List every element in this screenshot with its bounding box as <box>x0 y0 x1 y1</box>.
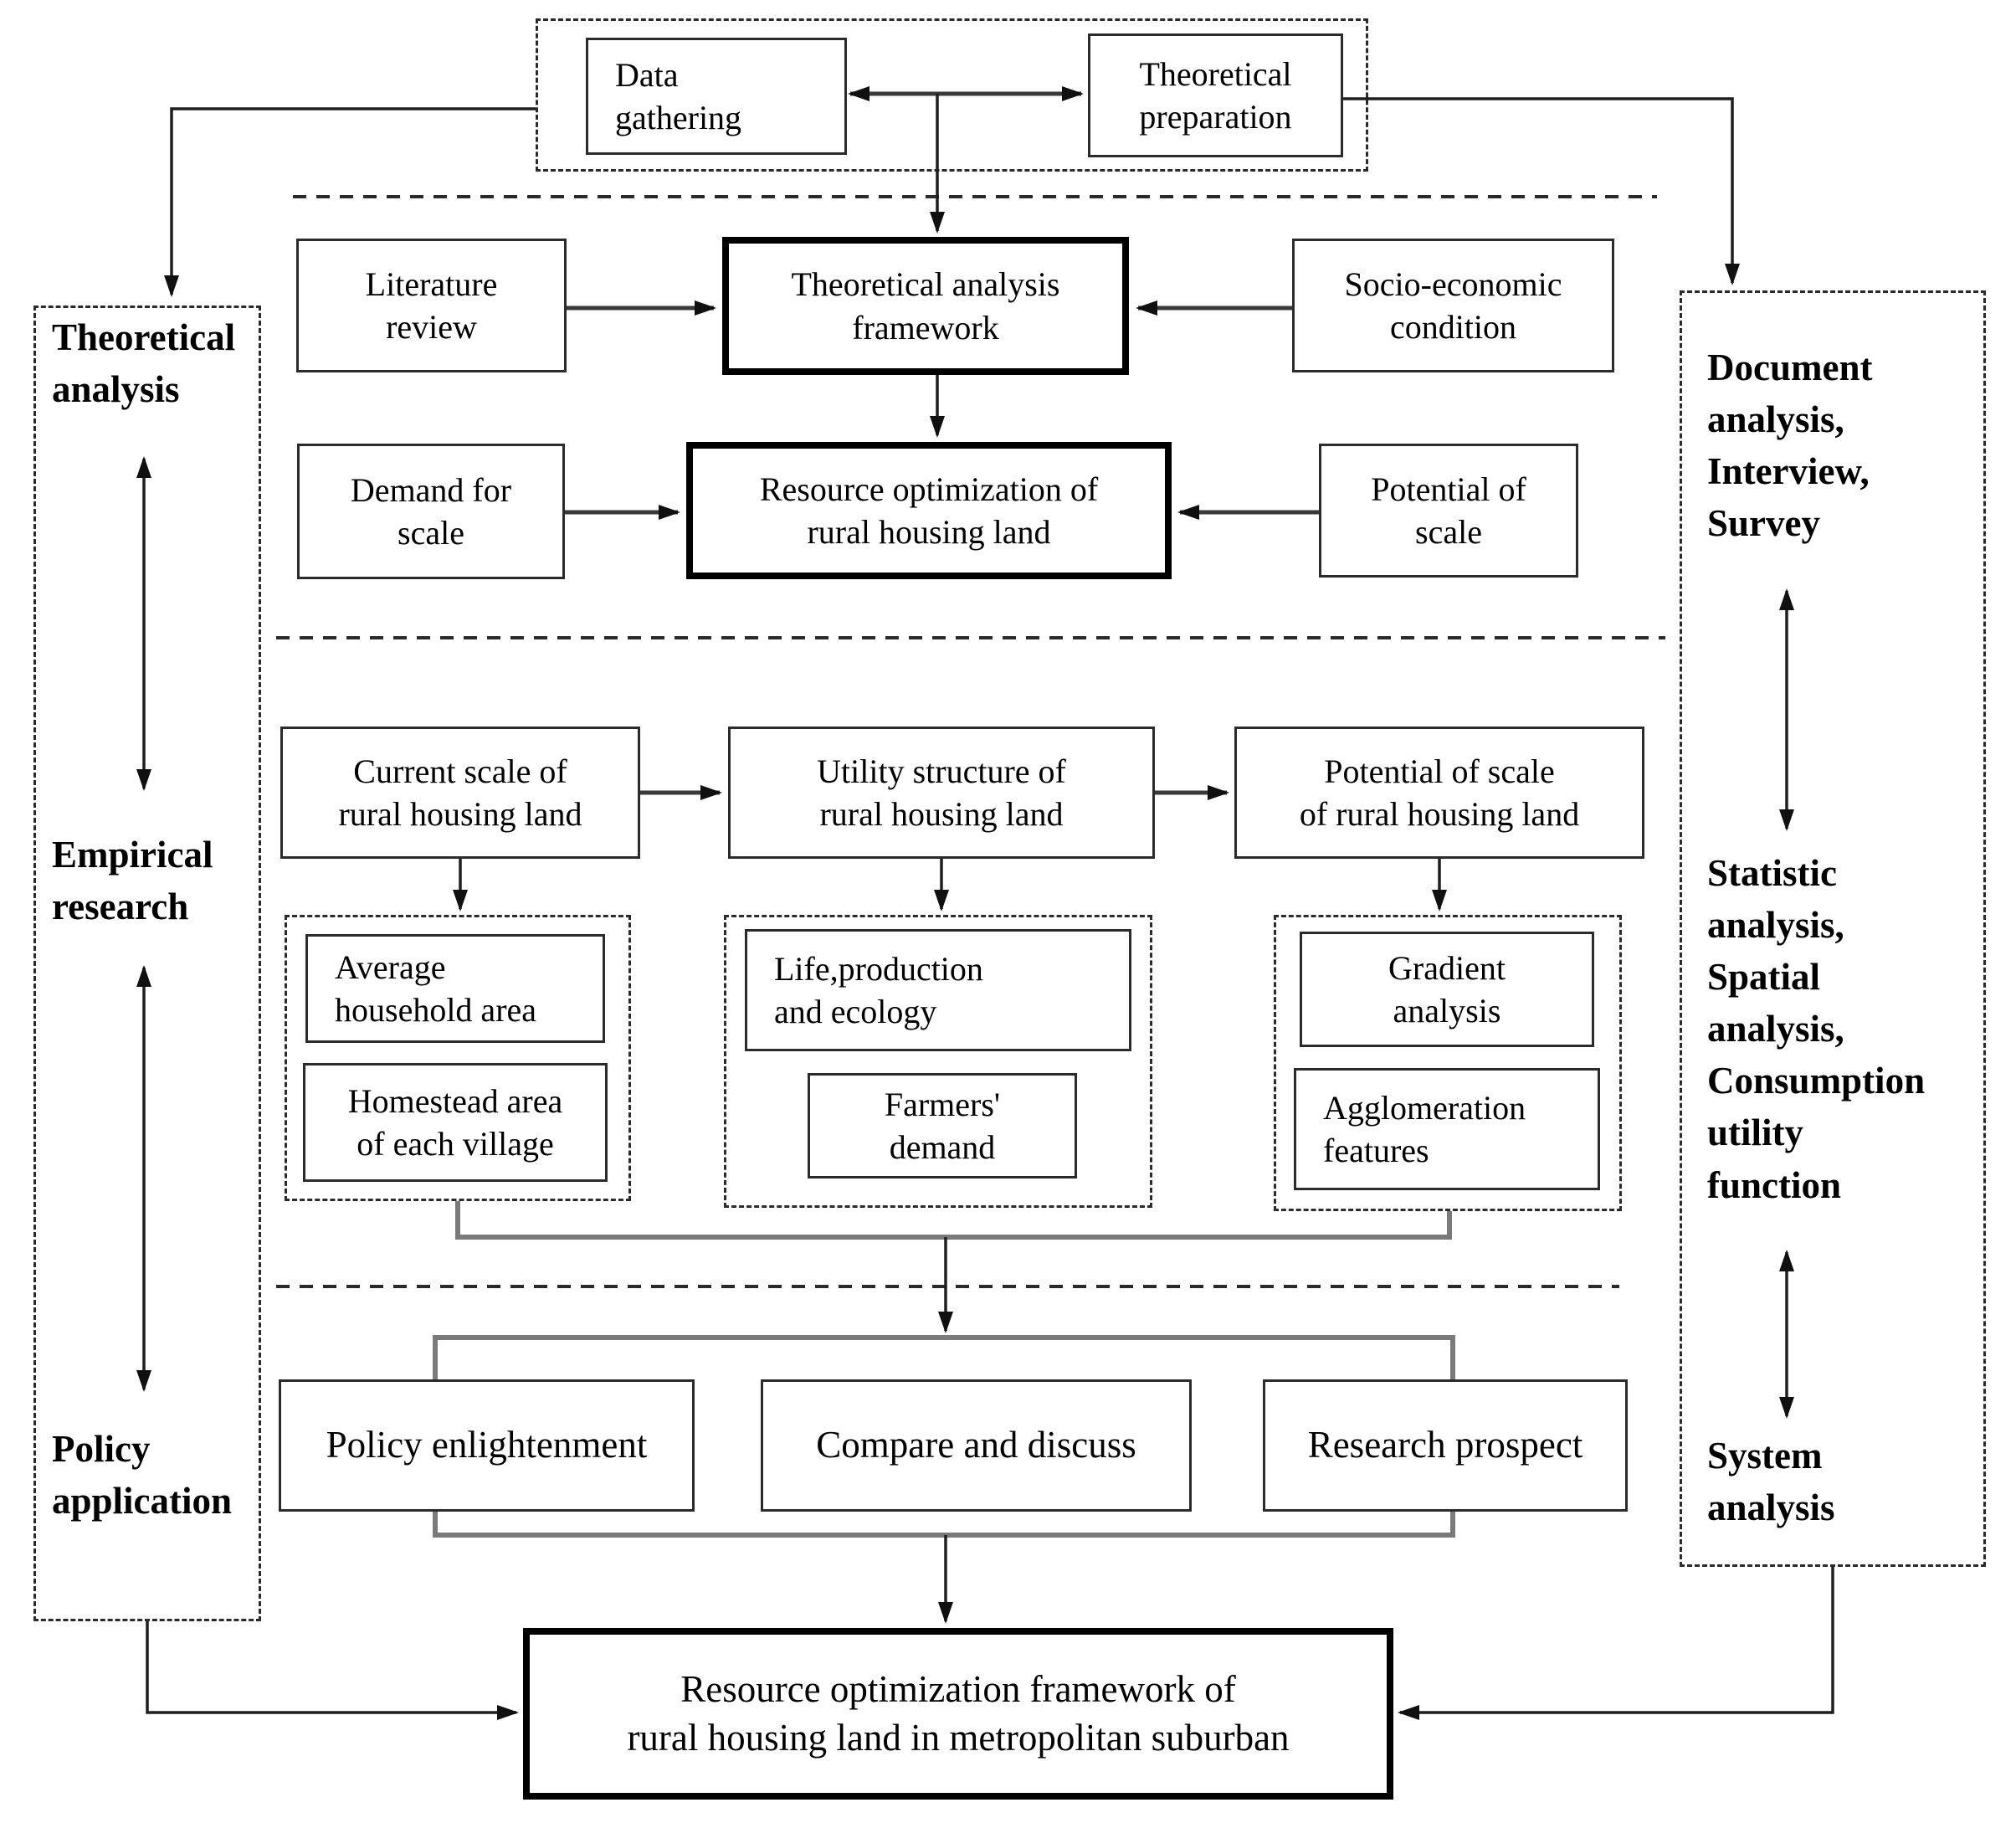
result-framework-box: Resource optimization framework of rural… <box>523 1628 1393 1800</box>
arrow-right-panel-to-result <box>1398 1567 1834 1720</box>
demand-for-scale-box: Demand for scale <box>297 444 565 579</box>
phase-theoretical-analysis-label: Theoretical analysis <box>52 316 236 411</box>
compare-and-discuss-box: Compare and discuss <box>761 1379 1192 1512</box>
resource-optimization-box: Resource optimization of rural housing l… <box>686 442 1172 579</box>
methods-system-analysis-label: System analysis <box>1707 1435 1835 1529</box>
average-household-area-box: Average household area <box>305 934 605 1043</box>
gradient-analysis-box: Gradient analysis <box>1300 932 1594 1047</box>
farmers-demand-box: Farmers' demand <box>808 1073 1077 1179</box>
methods-document-analysis-label: Document analysis, Interview, Survey <box>1707 347 1873 545</box>
phase-policy-application-label: Policy application <box>52 1428 233 1523</box>
agglomeration-features-box: Agglomeration features <box>1294 1068 1600 1190</box>
collector-discussion <box>433 1512 1455 1538</box>
research-prospect-box: Research prospect <box>1263 1379 1628 1512</box>
policy-enlightenment-box: Policy enlightenment <box>279 1379 695 1512</box>
distributor-discussion <box>433 1335 1455 1379</box>
data-gathering-box: Data gathering <box>586 38 847 155</box>
theoretical-preparation-box: Theoretical preparation <box>1088 33 1343 157</box>
methods-statistic-analysis-label: Statistic analysis, Spatial analysis, Co… <box>1707 852 1926 1206</box>
homestead-area-box: Homestead area of each village <box>303 1063 608 1182</box>
left-phases-panel-frame <box>33 306 261 1621</box>
current-scale-box: Current scale of rural housing land <box>280 727 640 859</box>
theoretical-analysis-framework-box: Theoretical analysis framework <box>722 237 1129 375</box>
current-scale-subgroup-frame <box>285 915 631 1201</box>
potential-scale-rhl-box: Potential of scale of rural housing land <box>1234 727 1644 859</box>
right-methods-panel-frame <box>1680 290 1986 1567</box>
potential-of-scale-box: Potential of scale <box>1319 444 1578 578</box>
life-production-ecology-box: Life,production and ecology <box>745 929 1131 1051</box>
socio-economic-condition-box: Socio-economic condition <box>1292 239 1614 372</box>
arrow-left-panel-to-result <box>146 1621 519 1720</box>
literature-review-box: Literature review <box>296 239 567 372</box>
utility-structure-box: Utility structure of rural housing land <box>728 727 1155 859</box>
top-preparation-group-frame <box>536 18 1368 172</box>
phase-empirical-research-label: Empirical research <box>52 834 213 928</box>
